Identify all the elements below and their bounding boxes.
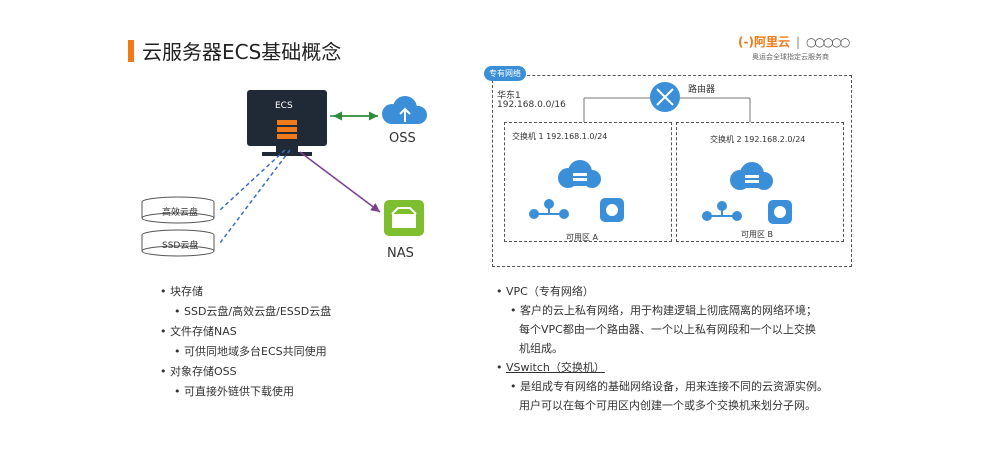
ecs-label: ECS xyxy=(275,101,293,111)
switch2-label: 交换机 2 192.168.2.0/24 xyxy=(710,135,806,144)
list-item: • 文件存储NAS xyxy=(160,325,237,338)
brand-logo: (-)阿里云|○○○○○ xyxy=(738,35,850,49)
storage-bullet-list: • 块存储 • SSD云盘/高效云盘/ESSD云盘 • 文件存储NAS • 可供… xyxy=(160,282,331,402)
olympic-rings-icon: ○○○○○ xyxy=(806,35,850,49)
vpc-tag: 专有网络 xyxy=(484,66,526,81)
list-item: • 可供同地域多台ECS共同使用 xyxy=(174,345,327,358)
list-item: 机组成。 xyxy=(519,342,563,355)
security-badge-icon xyxy=(600,198,624,222)
storage-diagram xyxy=(141,90,427,257)
vpc-bullet-list: • VPC（专有网络） • 客户的云上私有网络，用于构建逻辑上彻底隔离的网络环境… xyxy=(496,282,828,415)
router-icon xyxy=(650,82,680,112)
list-item: • VSwitch（交换机） xyxy=(496,361,605,374)
zone-a-box xyxy=(504,122,672,242)
router-label: 路由器 xyxy=(688,85,716,95)
list-item: • 块存储 xyxy=(160,285,203,298)
efficient-disk-label: 高效云盘 xyxy=(162,208,199,218)
list-item: 每个VPC都由一个路由器、一个以上私有网段和一个以上交换 xyxy=(519,323,816,336)
list-item: • SSD云盘/高效云盘/ESSD云盘 xyxy=(174,305,332,318)
network-nodes-icon xyxy=(702,201,742,221)
ecs-nas-arrow xyxy=(299,151,381,213)
aliyun-logo: (-)阿里云 xyxy=(738,35,790,49)
page-title: 云服务器ECS基础概念 xyxy=(142,40,342,64)
cloud-server-icon xyxy=(558,160,601,188)
oss-label: OSS xyxy=(389,131,416,146)
vpc-boundary xyxy=(492,75,852,267)
ssd-disk-label: SSD云盘 xyxy=(162,241,199,251)
zone-b-label: 可用区 B xyxy=(741,230,774,239)
vpc-cidr: 192.168.0.0/16 xyxy=(497,100,566,110)
router-links xyxy=(583,82,751,122)
network-nodes-icon xyxy=(529,199,569,219)
brand-subtitle: 奥运会全球指定云服务商 xyxy=(752,53,829,61)
switch1-label: 交换机 1 192.168.1.0/24 xyxy=(512,132,608,141)
list-item: • 对象存储OSS xyxy=(160,365,237,378)
ssd-disk-icon xyxy=(141,229,215,257)
nas-label: NAS xyxy=(387,246,414,261)
zone-b-box xyxy=(676,122,844,242)
zone-icons xyxy=(529,160,792,224)
vpc-region: 华东1 xyxy=(497,91,521,101)
title-accent-bar xyxy=(128,40,134,62)
list-item: • VPC（专有网络） xyxy=(496,285,594,298)
list-item: 用户可以在每个可用区内创建一个或多个交换机来划分子网。 xyxy=(519,399,816,412)
efficient-disk-icon xyxy=(141,196,215,224)
list-item: • 客户的云上私有网络，用于构建逻辑上彻底隔离的网络环境； xyxy=(510,304,817,317)
ecs-server-icon xyxy=(247,90,327,156)
list-item: • 是组成专有网络的基础网络设备，用来连接不同的云资源实例。 xyxy=(510,380,828,393)
list-item: • 可直接外链供下载使用 xyxy=(174,385,294,398)
nas-storage-icon xyxy=(384,200,424,236)
zone-a-label: 可用区 A xyxy=(566,233,599,242)
ecs-disk1-link xyxy=(219,149,286,211)
cloud-server-icon xyxy=(730,162,773,190)
ecs-disk2-link xyxy=(219,149,291,244)
oss-cloud-icon xyxy=(382,96,427,124)
security-badge-icon xyxy=(768,200,792,224)
